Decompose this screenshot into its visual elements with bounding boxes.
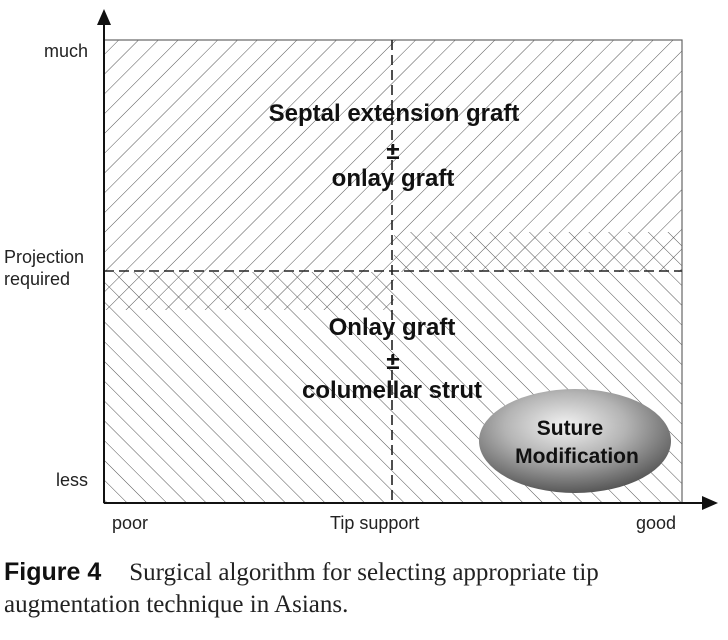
lower-region-connector: ±	[386, 348, 399, 375]
x-axis-left-label: poor	[112, 513, 149, 533]
upper-region-line2: onlay graft	[332, 165, 455, 192]
suture-modification-ellipse	[479, 389, 671, 493]
upper-region-line1: Septal extension graft	[269, 100, 520, 127]
lower-region-line1: Onlay graft	[329, 314, 456, 341]
caption-text: Surgical algorithm for selecting appropr…	[4, 559, 599, 618]
figure-label: Figure 4	[4, 558, 102, 586]
x-axis-right-label: good	[636, 513, 677, 533]
ellipse-line1: Suture	[537, 417, 604, 440]
x-axis-arrowhead	[702, 496, 718, 510]
y-axis-top-label: much	[44, 41, 89, 61]
y-axis-arrowhead	[97, 9, 111, 25]
diagram: Septal extension graft ± onlay graft Onl…	[4, 9, 718, 533]
y-axis-middle-label: Projection required	[4, 247, 85, 289]
ellipse-line2: Modification	[515, 445, 639, 468]
y-axis-bottom-label: less	[56, 470, 89, 490]
x-axis-middle-label: Tip support	[330, 513, 420, 533]
upper-region-connector: ±	[386, 138, 399, 165]
lower-region-line2: columellar strut	[302, 377, 482, 404]
diagram-canvas: Septal extension graft ± onlay graft Onl…	[97, 9, 718, 510]
